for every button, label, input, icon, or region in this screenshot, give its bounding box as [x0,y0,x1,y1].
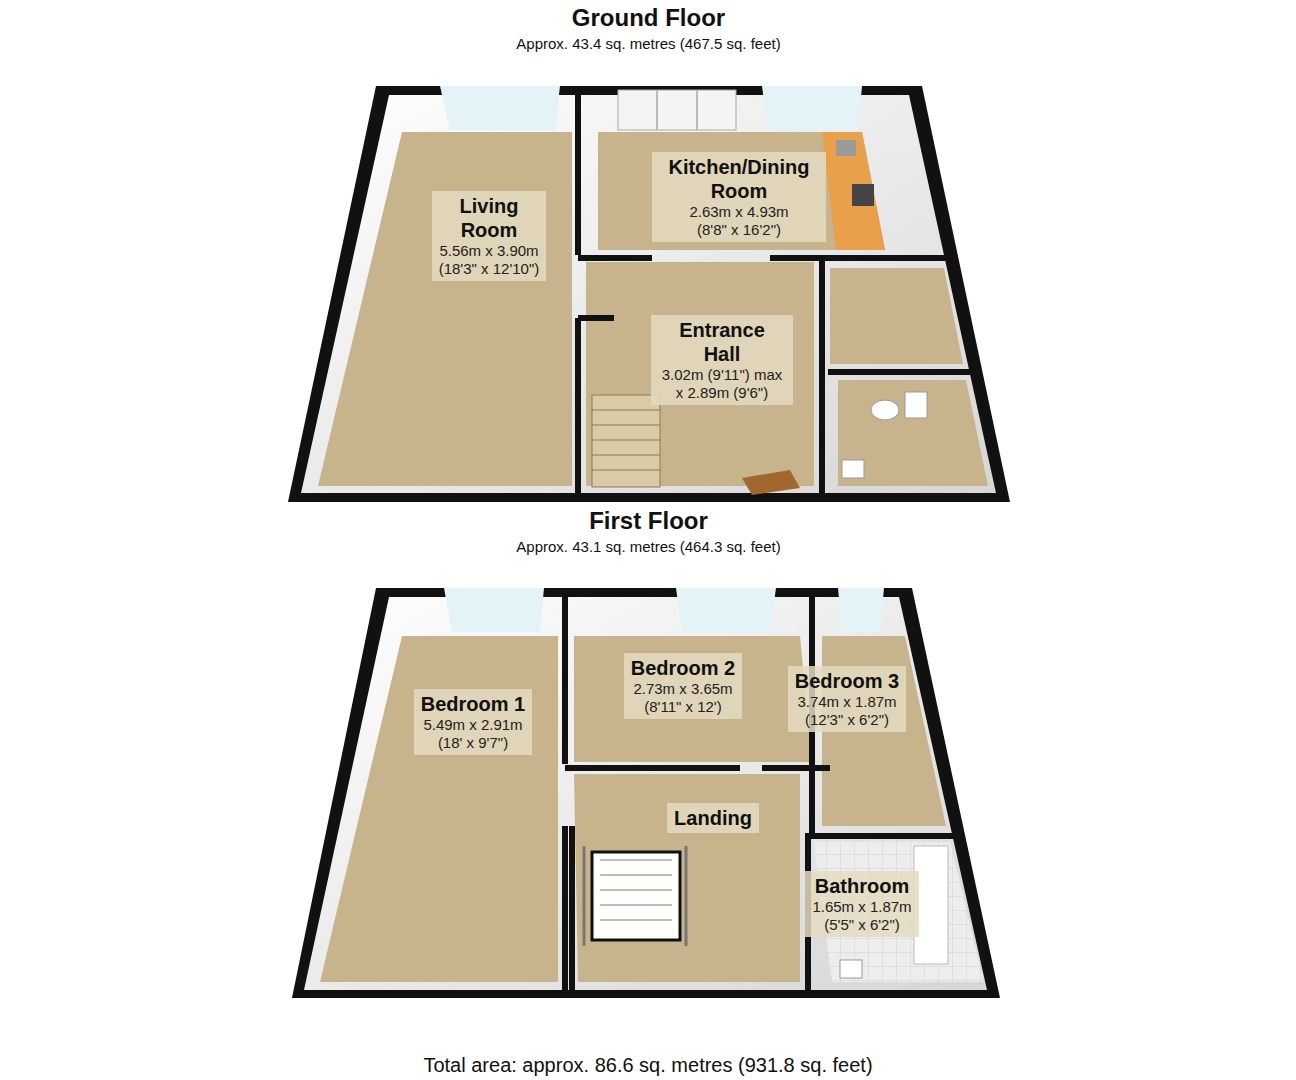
first-floor-plan-part [838,588,884,632]
floor-heading: Ground Floor [285,4,1012,32]
room-name: Bedroom 2 [631,656,735,680]
floor-outline: First FloorApprox. 43.1 sq. metres (464.… [285,505,1012,1000]
ground-floor-plan-part [762,86,862,130]
room-dimensions: 2.63m x 4.93m [659,203,819,221]
ground-floor-plan-part [905,392,927,418]
floor-area: Approx. 43.1 sq. metres (464.3 sq. feet) [285,538,1012,556]
first-floor-plan-part [914,846,948,964]
room-label: Bedroom 33.74m x 1.87m(12'3" x 6'2") [788,666,906,732]
first-floor-plan-part [592,852,680,940]
room-dimensions: 3.02m (9'11") max x 2.89m (9'6") [658,366,786,402]
room-name: Entrance Hall [672,318,772,366]
ground-floor-plan-part [598,132,885,250]
floor-outline: Ground FloorApprox. 43.4 sq. metres (467… [285,0,1012,505]
ground-floor-plan-part [301,95,996,493]
first-floor-plan [292,588,1000,998]
first-floor-plan-part [565,597,956,990]
ground-floor-plan-part [657,90,697,130]
room-dimensions: (18' x 9'7") [421,734,525,752]
room-name: Bedroom 3 [795,669,899,693]
room-dimensions: (8'8" x 16'2") [659,221,819,239]
ground-floor-plan-part [838,380,988,486]
ground-floor-plan-part [288,86,1010,502]
ground-floor-plan-part [836,140,856,156]
ground-floor-plan-part [871,400,899,420]
room-dimensions: 5.56m x 3.90m [439,242,540,260]
ground-floor-plan-part [852,184,874,206]
room-dimensions: (5'5" x 6'2") [812,916,911,934]
ground-floor-plan-part [318,132,572,486]
first-floor-plan-part [444,588,544,632]
room-name: Bedroom 1 [421,692,525,716]
ground-floor-plan-part [822,132,885,250]
room-name: Landing [674,806,752,830]
floor-area: Approx. 43.4 sq. metres (467.5 sq. feet) [285,35,1012,53]
room-dimensions: 2.73m x 3.65m [631,680,735,698]
room-dimensions: (12'3" x 6'2") [795,711,899,729]
room-label: Landing [667,803,759,833]
room-dimensions: 3.74m x 1.87m [795,693,899,711]
room-dimensions: 1.65m x 1.87m [812,898,911,916]
ground-floor-plan-part [592,395,660,487]
ground-floor-plan-part [742,470,800,495]
room-label: Bathroom1.65m x 1.87m(5'5" x 6'2") [805,871,918,937]
total-area-caption: Total area: approx. 86.6 sq. metres (931… [423,1053,872,1077]
first-floor-plan-part [840,960,862,978]
ground-floor-plan-part [578,95,972,493]
room-dimensions: 5.49m x 2.91m [421,716,525,734]
first-floor-plan-part [292,588,1000,998]
first-floor-plan-part [574,774,800,982]
ground-floor-plan [288,86,1010,502]
ground-floor-plan-part [592,410,660,470]
first-floor-plan-part [676,588,776,632]
room-label: Entrance Hall3.02m (9'11") max x 2.89m (… [651,315,793,405]
floor-heading: First Floor [285,507,1012,535]
room-name: Kitchen/Dining Room [659,155,819,203]
first-floor-plan-part [600,860,672,920]
room-name: Bathroom [812,874,911,898]
first-floor-plan-part [574,636,812,762]
first-floor-plan-part [584,846,686,946]
ground-floor-plan-part [440,86,560,130]
room-name: Living Room [444,194,534,242]
ground-floor-plan-part [586,262,814,486]
first-floor-plan-part [304,597,987,990]
room-label: Bedroom 22.73m x 3.65m(8'11" x 12') [624,653,742,719]
room-dimensions: (8'11" x 12') [631,698,735,716]
ground-floor-plan-part [618,90,736,130]
ground-floor-plan-part [842,460,864,478]
room-label: Bedroom 15.49m x 2.91m(18' x 9'7") [414,689,532,755]
room-dimensions: (18'3" x 12'10") [439,260,540,278]
room-label: Kitchen/Dining Room2.63m x 4.93m(8'8" x … [652,152,826,242]
ground-floor-plan-part [830,268,963,364]
first-floor-plan-part [320,636,558,982]
room-label: Living Room5.56m x 3.90m(18'3" x 12'10") [432,191,547,281]
